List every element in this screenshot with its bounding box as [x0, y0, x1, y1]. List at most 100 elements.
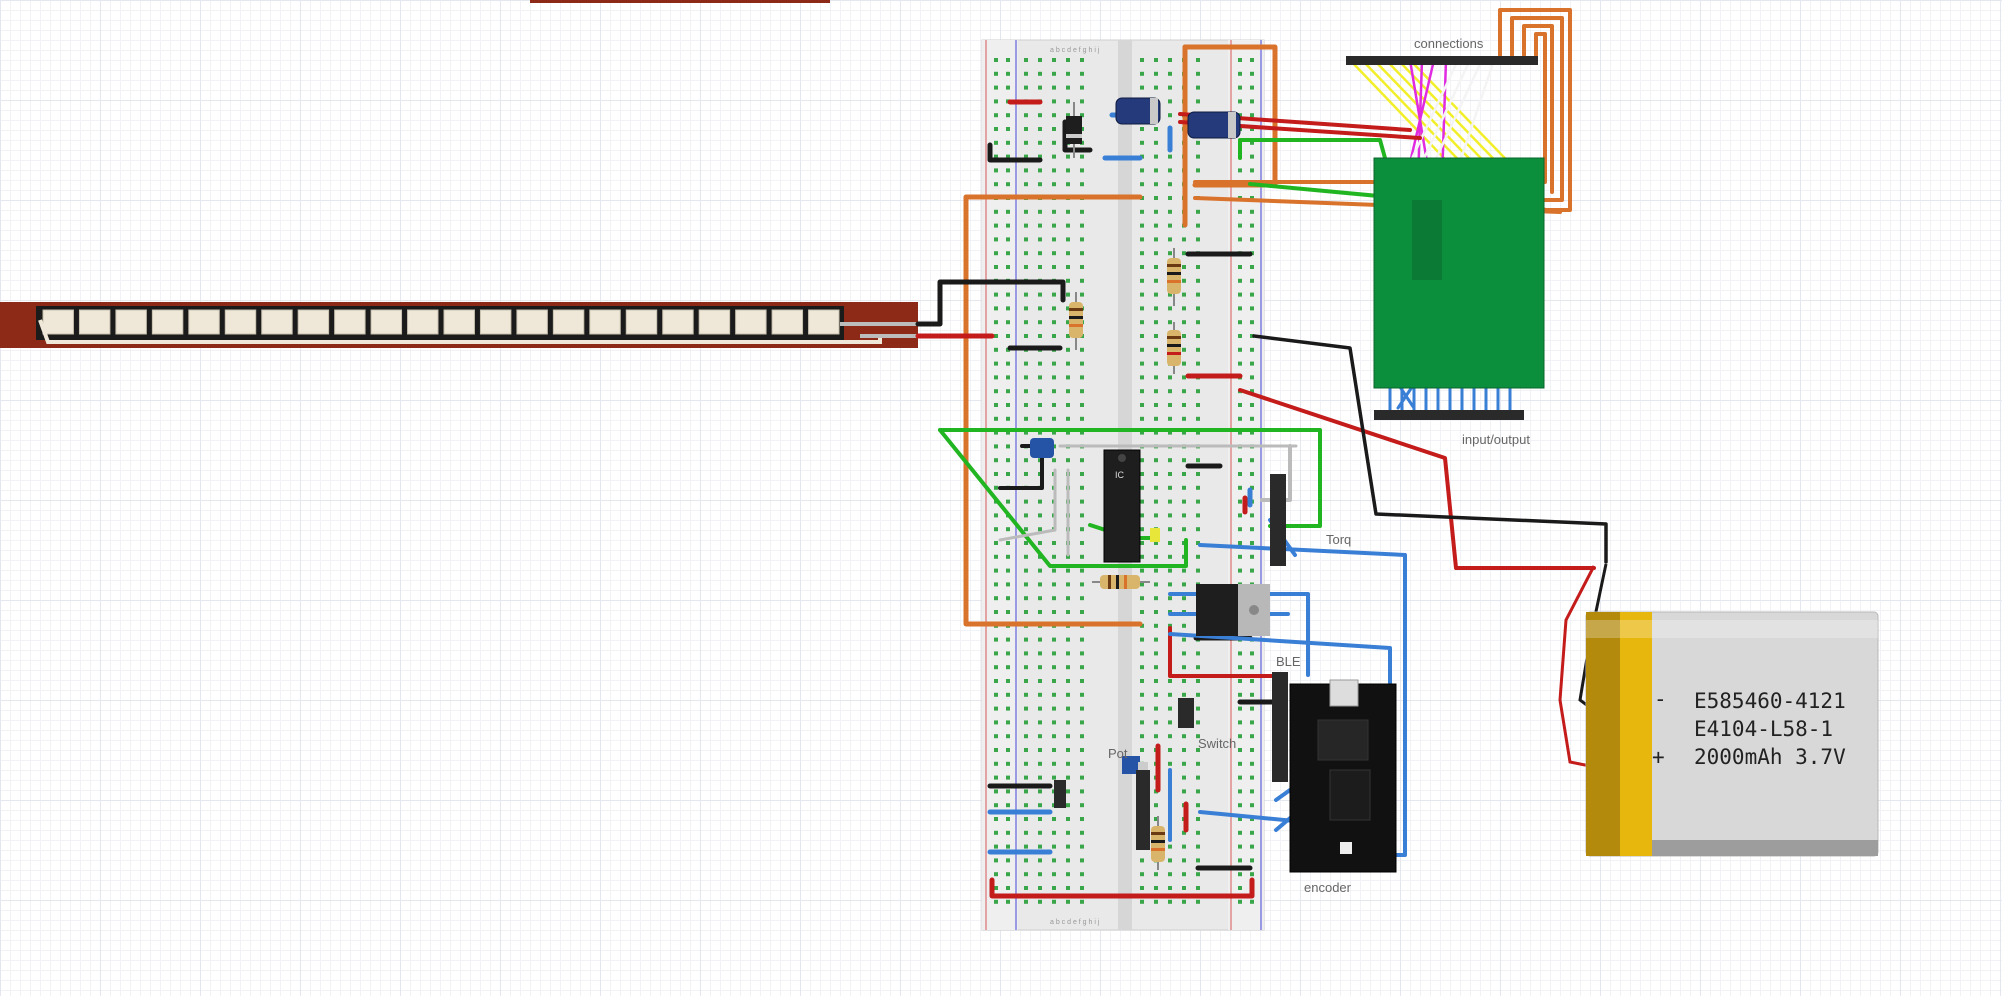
wire-orange: [1182, 44, 1278, 188]
wire-black: [915, 279, 1066, 327]
breadboard-hole: [1168, 458, 1172, 463]
breadboard-hole: [994, 416, 998, 421]
breadboard-hole: [1006, 554, 1010, 559]
breadboard-hole: [1024, 113, 1028, 118]
breadboard-hole: [1140, 278, 1144, 283]
left-power-rail: [982, 40, 1018, 930]
breadboard-hole: [1006, 375, 1010, 380]
switch-label: Switch: [1198, 736, 1236, 751]
ic-label: IC: [1115, 470, 1125, 480]
breadboard-hole: [1140, 651, 1144, 656]
breadboard-hole: [1024, 223, 1028, 228]
breadboard-hole: [1140, 706, 1144, 711]
breadboard-hole: [1066, 817, 1070, 821]
breadboard-hole: [994, 803, 998, 808]
breadboard-hole: [1006, 416, 1010, 421]
breadboard-hole: [1182, 527, 1186, 532]
breadboard-hole: [1196, 416, 1200, 421]
breadboard-hole: [1196, 347, 1200, 352]
breadboard-hole: [1038, 168, 1042, 173]
breadboard-hole: [1238, 278, 1242, 283]
breadboard-hole: [1080, 485, 1084, 490]
breadboard-hole: [1006, 85, 1010, 90]
breadboard-hole: [1250, 775, 1254, 780]
breadboard-hole: [1052, 761, 1056, 766]
breadboard-hole: [1080, 527, 1084, 532]
breadboard-hole: [1066, 58, 1070, 62]
breadboard-hole: [1080, 748, 1084, 752]
breadboard-hole: [1006, 265, 1010, 269]
breadboard-hole: [1140, 513, 1144, 518]
resistor-body: [1167, 258, 1181, 294]
breadboard-hole: [1038, 541, 1042, 545]
breadboard-hole: [1006, 527, 1010, 532]
breadboard-hole: [1140, 265, 1144, 269]
breadboard-hole: [1006, 223, 1010, 228]
breadboard-hole: [1154, 596, 1158, 601]
breadboard-hole: [1250, 265, 1254, 269]
breadboard-hole: [1154, 168, 1158, 173]
breadboard-hole: [1154, 140, 1158, 145]
breadboard-hole: [1154, 375, 1158, 380]
breadboard-hole: [1168, 196, 1172, 200]
breadboard-hole: [1238, 775, 1242, 780]
breadboard-hole: [1238, 844, 1242, 849]
breadboard-hole: [1024, 140, 1028, 145]
breadboard-hole: [1024, 817, 1028, 821]
breadboard-hole: [1080, 99, 1084, 104]
breadboard-hole: [1080, 596, 1084, 601]
resistor-body: [1069, 302, 1083, 338]
switch-header-body: [1178, 698, 1194, 728]
wire-orange: [1498, 8, 1572, 212]
breadboard-hole: [994, 734, 998, 739]
breadboard-hole: [1006, 596, 1010, 601]
breadboard-hole: [1066, 306, 1070, 311]
resistor-body: [1151, 826, 1165, 862]
breadboard-hole: [1080, 734, 1084, 739]
breadboard-hole: [1066, 361, 1070, 366]
breadboard-hole: [1250, 237, 1254, 242]
breadboard-hole: [1250, 223, 1254, 228]
breadboard-hole: [1052, 306, 1056, 311]
breadboard-hole: [1182, 251, 1186, 256]
breadboard-hole: [1250, 58, 1254, 62]
breadboard-hole: [1140, 85, 1144, 90]
breadboard-hole: [1024, 568, 1028, 573]
breadboard-hole: [1182, 748, 1186, 752]
breadboard-hole: [1080, 858, 1084, 863]
breadboard-hole: [1168, 375, 1172, 380]
breadboard-hole: [1024, 554, 1028, 559]
breadboard-hole: [994, 886, 998, 890]
breadboard-hole: [1006, 541, 1010, 545]
breadboard-hole: [1154, 196, 1158, 200]
breadboard-hole: [1182, 320, 1186, 325]
breadboard-hole: [994, 720, 998, 725]
breadboard-hole: [1140, 485, 1144, 490]
capacitor-electrolytic-2: [1187, 111, 1241, 139]
breadboard-hole: [994, 265, 998, 269]
breadboard-hole: [1140, 582, 1144, 587]
breadboard-hole: [1182, 375, 1186, 380]
breadboard-hole: [1066, 748, 1070, 752]
breadboard-hole: [1250, 416, 1254, 421]
flex-sensor-segment: [42, 309, 74, 335]
battery-line-1: E585460-4121: [1694, 689, 1846, 713]
breadboard-hole: [1024, 209, 1028, 214]
breadboard-hole: [1080, 251, 1084, 256]
breadboard-hole: [1024, 748, 1028, 752]
breadboard-hole: [1154, 389, 1158, 394]
breadboard-hole: [1238, 830, 1242, 835]
flex-sensor-segment: [771, 309, 804, 335]
breadboard-hole: [1024, 596, 1028, 601]
breadboard-hole: [1250, 651, 1254, 656]
breadboard-hole: [1154, 403, 1158, 407]
breadboard-hole: [1154, 320, 1158, 325]
breadboard-hole: [1038, 513, 1042, 518]
breadboard-hole: [994, 472, 998, 476]
breadboard-hole: [1168, 71, 1172, 76]
breadboard-hole: [1066, 899, 1070, 904]
diode: [1066, 102, 1082, 158]
breadboard-hole: [1250, 334, 1254, 338]
flex-sensor-segment: [589, 309, 621, 335]
io-silkscreen-block: [1412, 200, 1442, 280]
